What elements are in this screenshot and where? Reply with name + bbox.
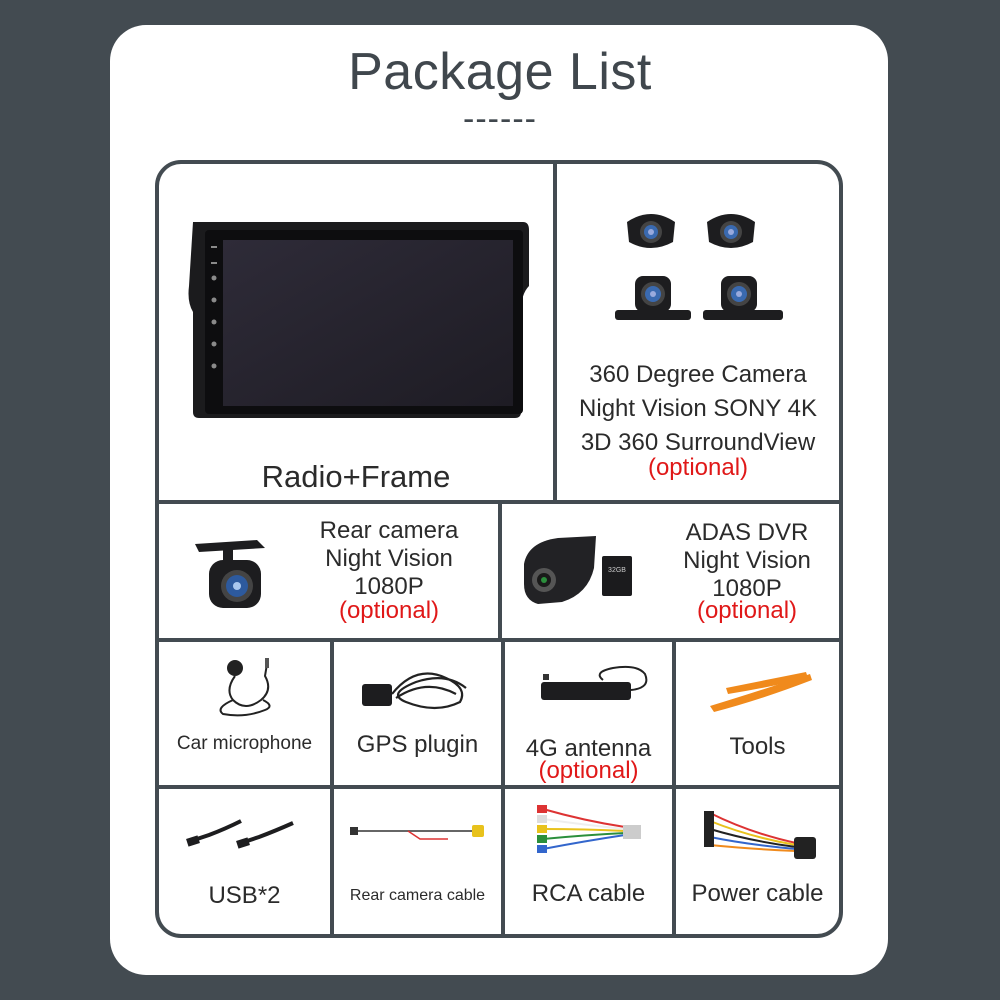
item-rear-camera: Rear camera Night Vision 1080P (optional…	[159, 504, 498, 638]
power-label: Power cable	[691, 880, 824, 907]
rear-camera-optional: (optional)	[338, 597, 440, 624]
item-360-camera: 360 Degree Camera Night Vision SONY 4K 3…	[557, 164, 839, 500]
rear-cable-label: Rear camera cable	[349, 887, 486, 904]
camera-360-line3: 3D 360 SurroundView	[580, 429, 816, 456]
camera-360-optional: (optional)	[647, 454, 749, 481]
gps-image	[362, 672, 467, 710]
item-gps-plugin: GPS plugin	[334, 642, 501, 785]
microphone-label: Car microphone	[176, 733, 313, 754]
item-4g-antenna: 4G antenna (optional)	[505, 642, 672, 785]
item-tools: Tools	[676, 642, 839, 785]
item-car-microphone: Car microphone	[159, 642, 330, 785]
adas-dvr-line2: Night Vision	[683, 547, 811, 574]
rear-camera-line1: Rear camera	[319, 517, 459, 544]
adas-dvr-optional: (optional)	[696, 597, 798, 624]
antenna-image	[541, 665, 648, 700]
tools-image	[710, 672, 812, 712]
sd-card-text: 32GB	[608, 567, 626, 574]
camera-360-line1: 360 Degree Camera	[589, 361, 807, 388]
radio-image	[188, 222, 529, 418]
microphone-image	[219, 658, 271, 717]
camera-360-image	[615, 214, 783, 320]
page-title: Package List	[348, 43, 652, 101]
tools-label: Tools	[729, 733, 786, 760]
item-rca-cable: RCA cable	[505, 789, 672, 934]
radio-label: Radio+Frame	[261, 459, 451, 494]
package-grid: Radio+Frame 360 Degree Camera Night Visi…	[155, 160, 843, 938]
power-cable-image	[704, 811, 816, 859]
rca-cable-image	[537, 805, 641, 853]
adas-dvr-image: 32GB	[524, 536, 632, 604]
camera-360-line2: Night Vision SONY 4K	[579, 395, 817, 422]
antenna-optional: (optional)	[538, 757, 639, 784]
rca-label: RCA cable	[531, 880, 646, 907]
usb-label: USB*2	[208, 882, 281, 909]
rear-camera-line2: Night Vision	[325, 545, 453, 572]
item-rear-camera-cable: Rear camera cable	[334, 789, 501, 934]
title-divider: ------	[463, 100, 537, 138]
antenna-label: 4G antenna	[525, 735, 652, 762]
rear-camera-line3: 1080P	[354, 573, 424, 600]
gps-label: GPS plugin	[356, 731, 479, 758]
usb-cable-image	[186, 819, 294, 849]
item-usb: USB*2	[159, 789, 330, 934]
item-radio-frame: Radio+Frame	[159, 164, 553, 500]
adas-dvr-line1: ADAS DVR	[685, 519, 809, 546]
item-power-cable: Power cable	[676, 789, 839, 934]
item-adas-dvr: 32GB ADAS DVR Night Vision 1080P (option…	[502, 504, 839, 638]
rear-camera-image	[195, 540, 265, 608]
adas-dvr-line3: 1080P	[712, 575, 782, 602]
rear-cable-image	[350, 825, 484, 840]
